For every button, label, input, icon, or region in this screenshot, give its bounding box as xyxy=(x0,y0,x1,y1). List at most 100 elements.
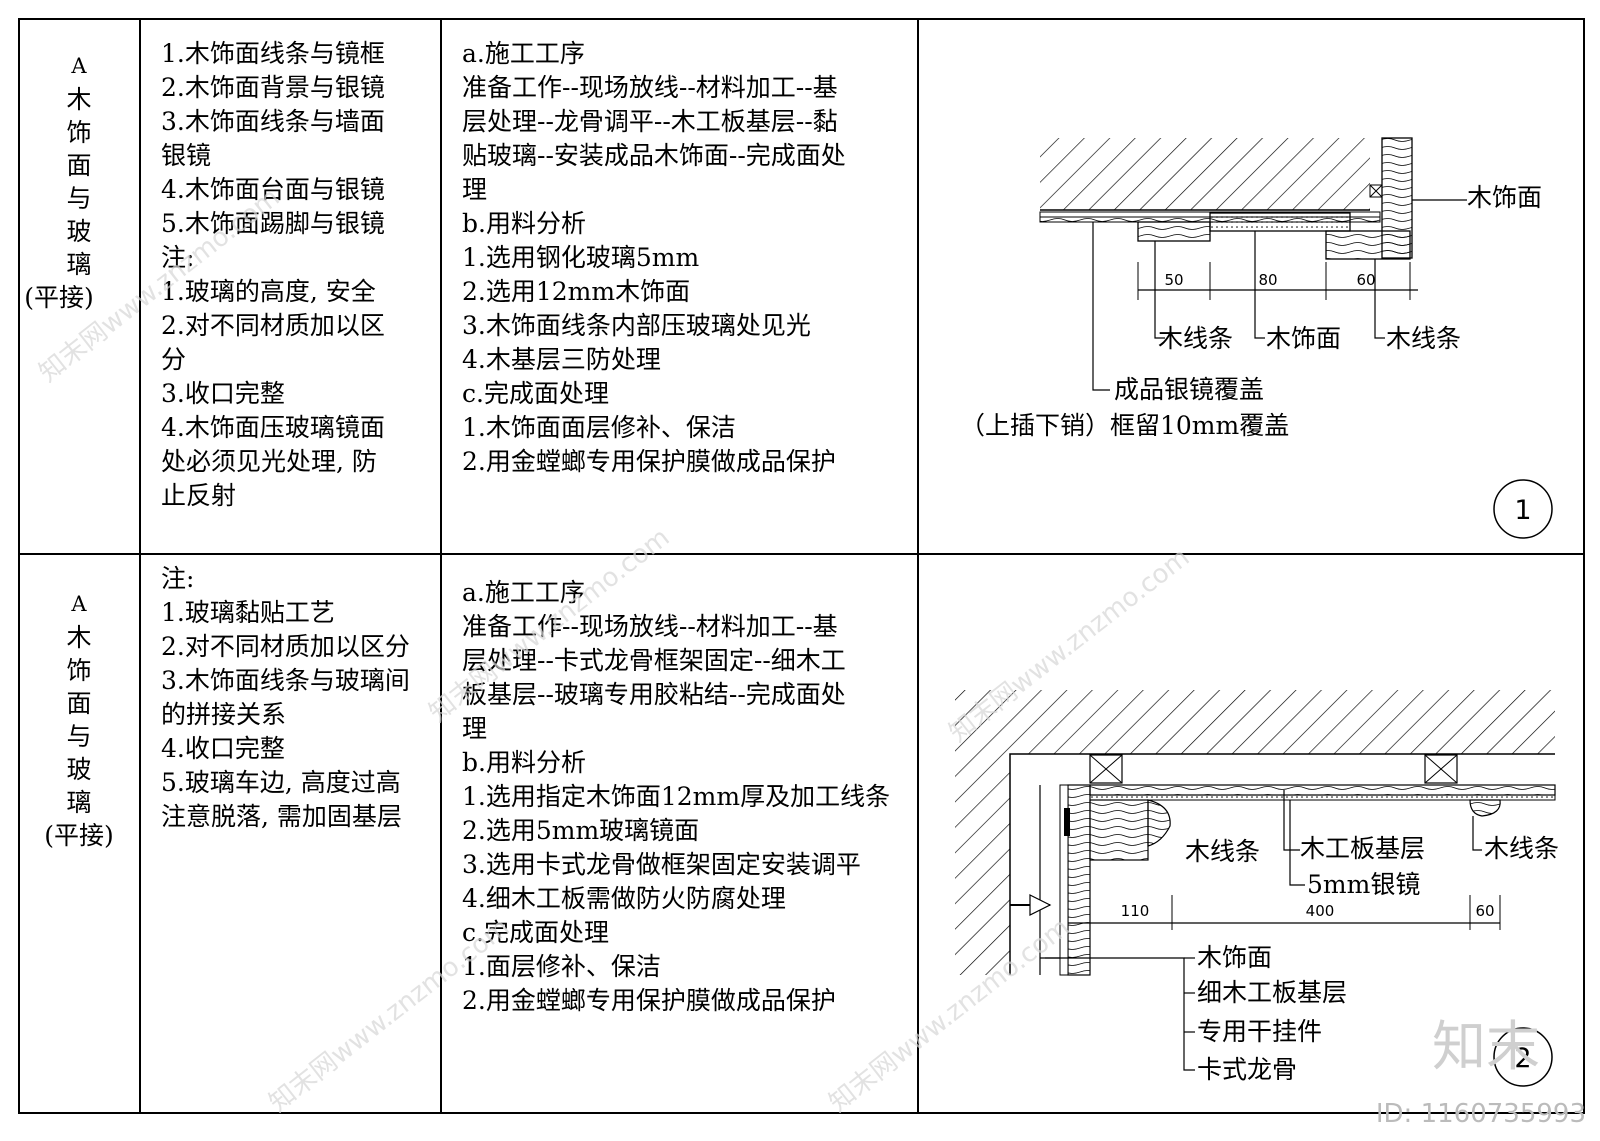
label-wood-face: 木饰面 xyxy=(1266,324,1341,353)
category-char: 与 xyxy=(66,722,92,751)
list-item: 止反射 xyxy=(161,481,237,510)
plywood-base xyxy=(1089,784,1556,796)
label-mirror: 5mm银镜 xyxy=(1307,870,1420,899)
list-item: 注: xyxy=(161,564,195,593)
dimension-label: 60 xyxy=(1475,902,1494,920)
category-note: (平接) xyxy=(44,821,114,850)
dimension-label: 80 xyxy=(1258,271,1277,289)
process-line: 2.用金螳螂专用保护膜做成品保护 xyxy=(462,447,836,476)
list-item: 5.玻璃车边, 高度过高 xyxy=(161,768,401,797)
process-line: 板基层--玻璃专用胶粘结--完成面处 xyxy=(462,680,846,709)
drawing-2: 110 400 60 木线条 木工板基层 木线条 5mm银镜 木饰面 细木工板基… xyxy=(955,690,1559,1087)
list-item: 3.木饰面线条与玻璃间 xyxy=(161,666,410,695)
drawing-1: 50 80 60 木饰面 木线条 木饰面 木线条 成品银镜覆盖 （上插下销）框留… xyxy=(960,137,1553,539)
list-item: 分 xyxy=(161,345,187,374)
process-line: 理 xyxy=(462,714,488,743)
row-divider xyxy=(18,553,1585,555)
process-line: c.完成面处理 xyxy=(462,918,609,947)
label-plywood: 木工板基层 xyxy=(1300,834,1425,863)
dimension-label: 110 xyxy=(1121,902,1150,920)
row2-process: a.施工工序 准备工作--现场放线--材料加工--基 层处理--卡式龙骨框架固定… xyxy=(462,576,912,1018)
list-item: 3.收口完整 xyxy=(161,379,285,408)
list-item: 4.木饰面压玻璃镜面 xyxy=(161,413,385,442)
category-char: 饰 xyxy=(66,118,92,147)
detail-number-circle xyxy=(1493,479,1553,539)
wood-molding-left xyxy=(1147,799,1171,847)
process-line: 4.木基层三防处理 xyxy=(462,345,661,374)
list-item: 银镜 xyxy=(161,141,212,170)
label-hanger: 专用干挂件 xyxy=(1197,1017,1322,1046)
label-wood-strip-right: 木线条 xyxy=(1484,834,1559,863)
hanger-clip xyxy=(1064,808,1070,836)
wall-edge xyxy=(1009,753,1555,975)
category-char: 木 xyxy=(66,85,92,114)
row1-category: A 木 饰 面 与 玻 璃 (平接) xyxy=(14,50,144,314)
row2-items: 注: 1.玻璃黏贴工艺 2.对不同材质加以区分 3.木饰面线条与玻璃间 的拼接关… xyxy=(161,562,436,834)
category-char: 与 xyxy=(66,184,92,213)
list-item: 的拼接关系 xyxy=(161,700,287,729)
process-line: 2.选用5mm玻璃镜面 xyxy=(462,816,700,845)
mirror-layer xyxy=(1209,212,1351,232)
image-id: ID: 1160735993 xyxy=(1375,1099,1586,1129)
list-item: 1.木饰面线条与镜框 xyxy=(161,39,385,68)
category-letter: A xyxy=(71,54,87,78)
wood-molding-right xyxy=(1469,799,1501,817)
category-char: 璃 xyxy=(66,250,92,279)
category-char: 玻 xyxy=(66,217,92,246)
category-char: 饰 xyxy=(66,656,92,685)
detail-number-circle xyxy=(1493,1027,1553,1087)
category-char: 木 xyxy=(66,623,92,652)
process-line: 3.选用卡式龙骨做框架固定安装调平 xyxy=(462,850,861,879)
wood-strip-left xyxy=(1137,221,1211,242)
list-item: 1.玻璃的高度, 安全 xyxy=(161,277,376,306)
label-wood-strip-left: 木线条 xyxy=(1185,837,1260,866)
list-item: 5.木饰面踢脚与银镜 xyxy=(161,209,385,238)
process-line: 2.选用12mm木饰面 xyxy=(462,277,691,306)
process-line: 层处理--龙骨调平--木工板基层--黏 xyxy=(462,107,838,136)
label-keel: 卡式龙骨 xyxy=(1197,1055,1297,1084)
column-divider xyxy=(139,18,141,1114)
process-line: 3.木饰面线条内部压玻璃处见光 xyxy=(462,311,811,340)
label-wood-face: 木饰面 xyxy=(1197,943,1272,972)
list-item: 2.木饰面背景与银镜 xyxy=(161,73,385,102)
list-item: 注: xyxy=(161,243,195,272)
category-chars: 木 饰 面 与 玻 璃 xyxy=(14,83,144,281)
list-item: 4.木饰面台面与银镜 xyxy=(161,175,385,204)
process-line: a.施工工序 xyxy=(462,39,585,68)
process-line: a.施工工序 xyxy=(462,578,585,607)
category-char: 面 xyxy=(66,689,92,718)
fine-plywood xyxy=(1067,784,1091,976)
dimension-label: 50 xyxy=(1164,271,1183,289)
process-line: 1.木饰面面层修补、保洁 xyxy=(462,413,736,442)
process-line: 2.用金螳螂专用保护膜做成品保护 xyxy=(462,986,836,1015)
row2-category: A 木 饰 面 与 玻 璃 (平接) xyxy=(14,588,144,852)
category-note: (平接) xyxy=(24,283,94,312)
ceiling-slab-hatch xyxy=(1040,138,1370,210)
process-line: 1.面层修补、保洁 xyxy=(462,952,661,981)
column-divider xyxy=(440,18,442,1114)
list-item: 3.木饰面线条与墙面 xyxy=(161,107,385,136)
column-divider xyxy=(917,18,919,1114)
category-letter: A xyxy=(71,592,87,616)
list-item: 4.收口完整 xyxy=(161,734,285,763)
process-line: 准备工作--现场放线--材料加工--基 xyxy=(462,612,838,641)
wall-hatch xyxy=(955,690,1555,975)
row1-items: 1.木饰面线条与镜框 2.木饰面背景与银镜 3.木饰面线条与墙面 银镜 4.木饰… xyxy=(161,37,431,513)
process-line: c.完成面处理 xyxy=(462,379,609,408)
detail-table xyxy=(18,18,1585,1114)
row1-process: a.施工工序 准备工作--现场放线--材料加工--基 层处理--龙骨调平--木工… xyxy=(462,37,912,479)
process-line: b.用料分析 xyxy=(462,209,586,238)
dimension-label: 60 xyxy=(1356,271,1375,289)
category-char: 玻 xyxy=(66,755,92,784)
brand-watermark: 知末 xyxy=(1432,1015,1540,1078)
batten xyxy=(1369,184,1383,198)
detail-number: 1 xyxy=(1514,495,1531,526)
process-line: 4.细木工板需做防火防腐处理 xyxy=(462,884,786,913)
process-line: 贴玻璃--安装成品木饰面--完成面处 xyxy=(462,141,846,170)
label-wood-face: 木饰面 xyxy=(1467,183,1542,212)
process-line: 1.选用钢化玻璃5mm xyxy=(462,243,700,272)
wood-block xyxy=(1089,799,1149,861)
category-chars: 木 饰 面 与 玻 璃 xyxy=(14,621,144,819)
list-item: 注意脱落, 需加固基层 xyxy=(161,802,402,831)
